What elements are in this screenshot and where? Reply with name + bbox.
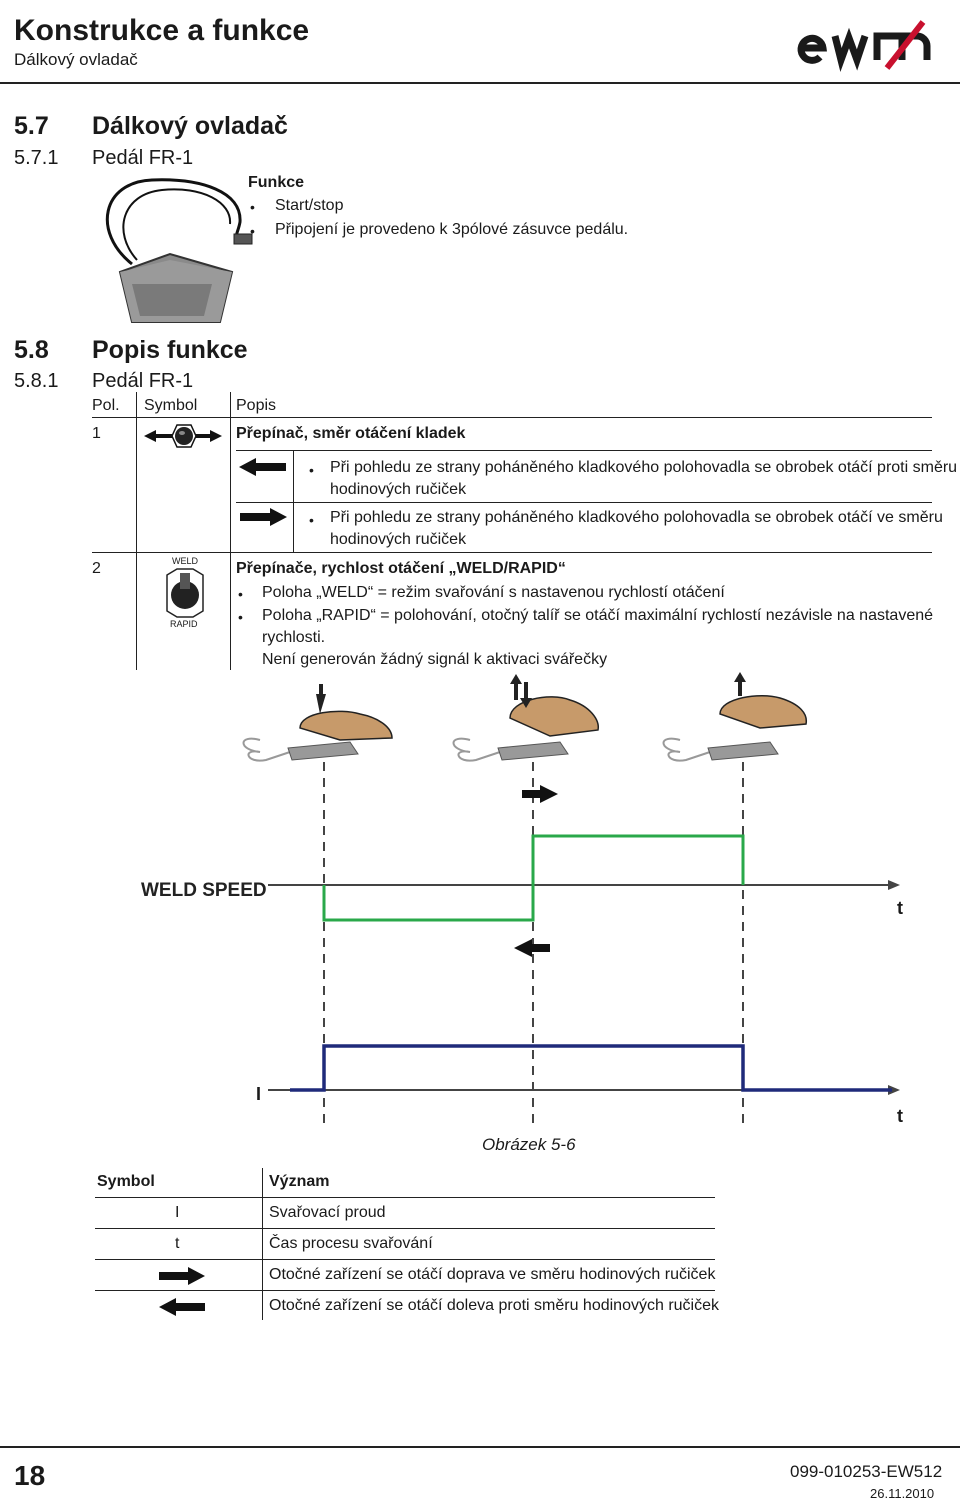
legend-rule — [95, 1228, 715, 1229]
arrow-left-icon — [159, 1298, 205, 1316]
table-rule — [236, 450, 932, 451]
legend-symbol: t — [175, 1235, 180, 1252]
page-header-title: Konstrukce a funkce — [14, 14, 310, 47]
row-position: 2 — [92, 560, 101, 577]
table-rule — [236, 502, 932, 503]
row-position: 1 — [92, 425, 101, 442]
table-header-symbol: Symbol — [144, 397, 198, 414]
bullet-icon: • — [250, 223, 255, 239]
legend-rule — [95, 1197, 715, 1198]
subsection-title: Pedál FR-1 — [92, 147, 194, 169]
table-divider — [293, 450, 294, 552]
function-item: Připojení je provedeno k 3pólové zásuvce… — [275, 221, 629, 238]
time-axis-label: t — [897, 1106, 903, 1126]
arrow-right-icon — [159, 1267, 205, 1285]
function-heading: Funkce — [248, 174, 305, 191]
section-title: Dálkový ovladač — [92, 112, 288, 140]
pedal-photo — [105, 178, 253, 323]
bullet-icon: • — [309, 462, 314, 478]
switch-label-rapid: RAPID — [170, 619, 198, 629]
current-curve — [290, 1044, 892, 1092]
timing-diagram — [242, 672, 900, 1130]
section-number: 5.8 — [14, 336, 49, 364]
legend-rule — [95, 1290, 715, 1291]
legend-header-symbol: Symbol — [97, 1173, 155, 1190]
arrow-left-icon — [514, 939, 550, 957]
table-divider — [230, 392, 231, 670]
header-rule — [0, 82, 960, 84]
legend-meaning: Otočné zařízení se otáčí doleva proti sm… — [269, 1297, 719, 1314]
document-number: 099-010253-EW512 — [790, 1462, 943, 1481]
current-axis-label: I — [256, 1084, 262, 1104]
table-divider — [136, 392, 137, 670]
row2-title: Přepínače, rychlost otáčení „WELD/RAPID“ — [236, 560, 566, 577]
row2-note: Není generován žádný signál k aktivaci s… — [262, 651, 608, 668]
row1-left-text: Při pohledu ze strany poháněného kladkov… — [330, 459, 958, 476]
weld-speed-curve — [322, 834, 745, 922]
legend-symbol: I — [175, 1204, 180, 1221]
row1-left-text: hodinových ručiček — [330, 481, 467, 498]
weld-rapid-switch-icon — [166, 568, 204, 618]
subsection-number: 5.7.1 — [14, 147, 59, 169]
function-item: Start/stop — [275, 197, 344, 214]
table-header-description: Popis — [236, 397, 277, 414]
row2-bullet: Poloha „WELD“ = režim svařování s nastav… — [262, 584, 725, 601]
legend-meaning: Svařovací proud — [269, 1204, 386, 1221]
arrow-right-icon — [522, 785, 558, 803]
row1-right-text: hodinových ručiček — [330, 531, 467, 548]
time-axis-label: t — [897, 898, 903, 918]
legend-divider — [262, 1168, 263, 1320]
direction-switch-icon — [144, 424, 222, 448]
subsection-title: Pedál FR-1 — [92, 370, 194, 392]
legend-header-meaning: Význam — [269, 1173, 330, 1190]
footer-rule — [0, 1446, 960, 1448]
arrow-left-icon — [239, 458, 286, 476]
table-header-pos: Pol. — [92, 397, 120, 414]
table-rule — [92, 417, 932, 418]
row1-title: Přepínač, směr otáčení kladek — [236, 425, 466, 442]
document-date: 26.11.2010 — [870, 1486, 935, 1501]
section-number: 5.7 — [14, 112, 49, 140]
bullet-icon: • — [309, 512, 314, 528]
switch-label-weld: WELD — [172, 556, 199, 566]
ewm-logo — [797, 20, 931, 72]
row2-bullet: Poloha „RAPID“ = polohování, otočný talí… — [262, 607, 934, 624]
bullet-icon: • — [238, 586, 243, 602]
pedal-step-2 — [452, 674, 599, 762]
row2-bullet: rychlosti. — [262, 629, 326, 646]
page-header-subtitle: Dálkový ovladač — [14, 50, 138, 69]
bullet-icon: • — [250, 199, 255, 215]
page-number: 18 — [14, 1460, 46, 1491]
figure-caption: Obrázek 5-6 — [482, 1135, 576, 1154]
table-rule — [92, 552, 932, 553]
row1-right-text: Při pohledu ze strany poháněného kladkov… — [330, 509, 943, 526]
pedal-step-3 — [662, 672, 808, 762]
pedal-step-1 — [242, 684, 393, 762]
subsection-number: 5.8.1 — [14, 370, 59, 392]
legend-meaning: Čas procesu svařování — [269, 1235, 433, 1252]
arrow-right-icon — [240, 508, 287, 526]
bullet-icon: • — [238, 609, 243, 625]
section-title: Popis funkce — [92, 336, 248, 364]
legend-meaning: Otočné zařízení se otáčí doprava ve směr… — [269, 1266, 716, 1283]
weld-speed-label: WELD SPEED — [141, 880, 267, 901]
legend-rule — [95, 1259, 715, 1260]
